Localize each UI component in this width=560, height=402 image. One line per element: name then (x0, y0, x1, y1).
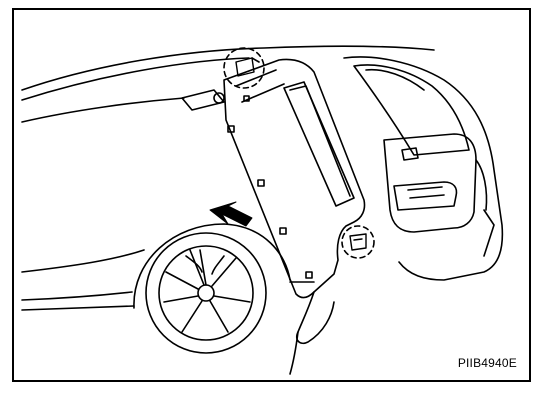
rear-door (343, 56, 504, 281)
door-trim-panel (181, 58, 366, 375)
car-body-outline (21, 45, 435, 311)
upper-clip-highlight (223, 47, 265, 89)
rear-wheel (145, 232, 267, 354)
figure-code: PIIB4940E (457, 356, 517, 370)
clip-details (235, 57, 367, 251)
clip-highlight-circles (223, 47, 375, 259)
car-rear-door-trim-illustration (21, 45, 504, 375)
pull-direction-arrow (209, 201, 253, 227)
figure-frame: PIIB4940E (12, 8, 531, 382)
lower-clip-highlight (341, 225, 375, 259)
